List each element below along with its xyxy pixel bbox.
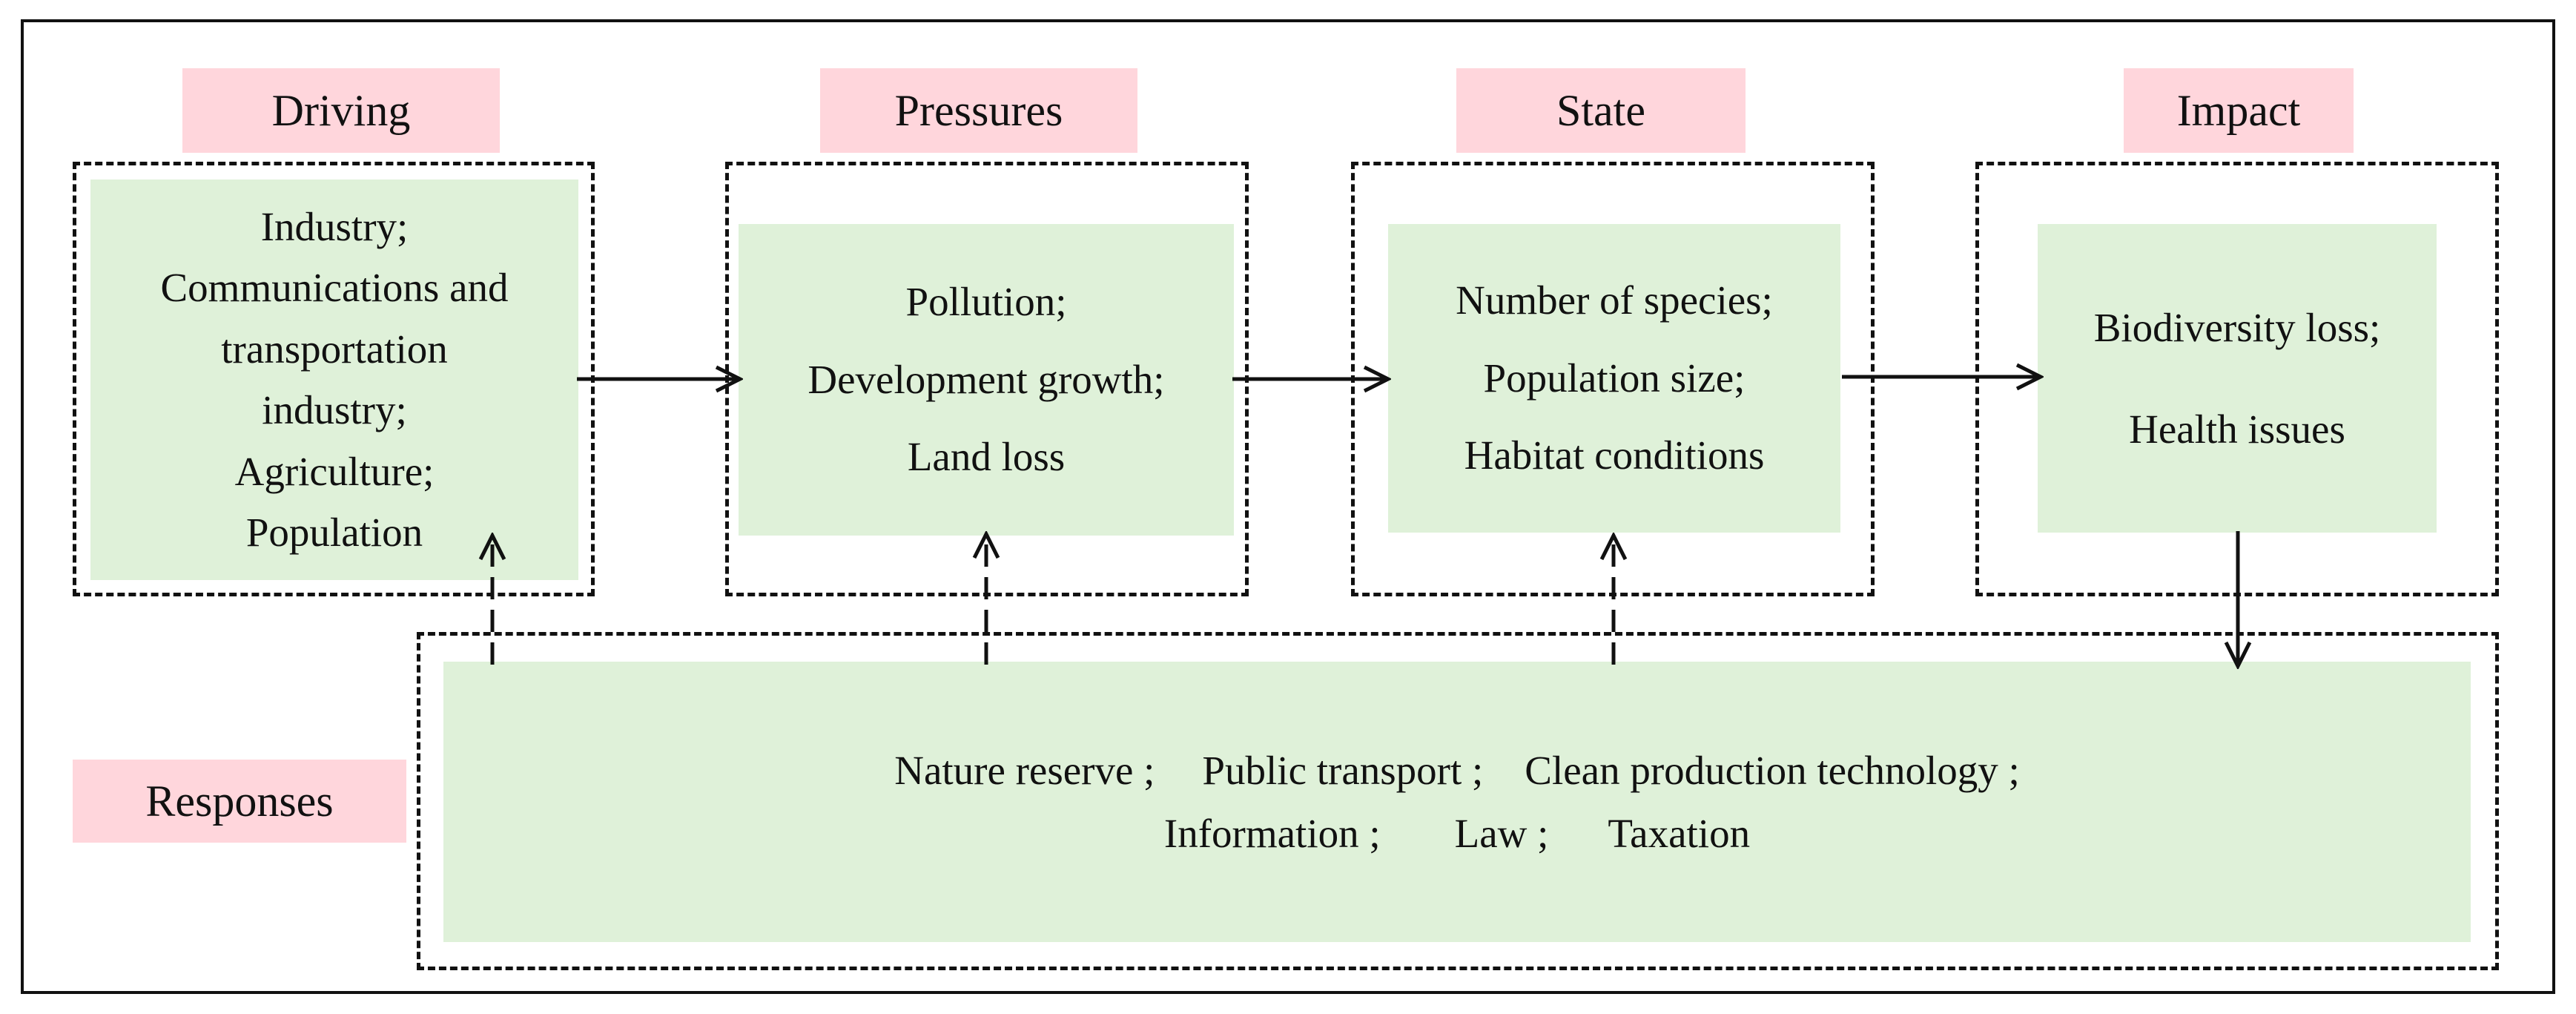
state-item: Habitat conditions [1464, 432, 1765, 478]
responses-box: Nature reserve ; Public transport ; Clea… [443, 662, 2471, 942]
pressures-box: Pollution; Development growth; Land loss [739, 224, 1234, 536]
pressures-item: Pollution; [905, 279, 1067, 325]
impact-item: Health issues [2129, 406, 2345, 452]
response-item: Taxation [1608, 811, 1751, 856]
driving-item: transportation [221, 326, 448, 372]
driving-box: Industry; Communications and transportat… [90, 180, 578, 580]
driving-item: industry; [262, 387, 407, 432]
response-item: Law ; [1454, 811, 1549, 856]
label-impact-text: Impact [2176, 86, 2301, 135]
label-impact: Impact [2124, 68, 2354, 153]
response-item: Public transport ; [1202, 747, 1484, 793]
label-pressures-text: Pressures [894, 86, 1063, 135]
label-driving-text: Driving [271, 86, 411, 135]
state-box: Number of species; Population size; Habi… [1388, 224, 1840, 533]
response-item: Clean production technology ; [1525, 747, 2020, 793]
diagram-frame [21, 19, 2555, 994]
state-item: Number of species; [1456, 277, 1773, 323]
responses-line-2: Information ; Law ; Taxation [1164, 802, 1750, 865]
driving-item: Agriculture; [234, 448, 435, 494]
driving-item: Industry; [260, 203, 409, 249]
pressures-item: Development growth; [808, 356, 1165, 402]
response-item: Nature reserve ; [894, 747, 1155, 793]
label-state: State [1456, 68, 1746, 153]
label-state-text: State [1556, 86, 1645, 135]
label-responses: Responses [73, 760, 406, 843]
driving-item: Communications and [160, 265, 509, 310]
response-item: Information ; [1163, 811, 1381, 856]
label-driving: Driving [182, 68, 500, 153]
impact-item: Biodiversity loss; [2093, 304, 2381, 350]
label-responses-text: Responses [145, 777, 334, 826]
driving-item: Population [245, 510, 423, 555]
label-pressures: Pressures [820, 68, 1137, 153]
impact-box: Biodiversity loss; Health issues [2038, 224, 2437, 533]
state-item: Population size; [1483, 355, 1746, 401]
pressures-item: Land loss [907, 434, 1066, 480]
responses-container [417, 632, 2499, 970]
responses-line-1: Nature reserve ; Public transport ; Clea… [894, 739, 2020, 802]
